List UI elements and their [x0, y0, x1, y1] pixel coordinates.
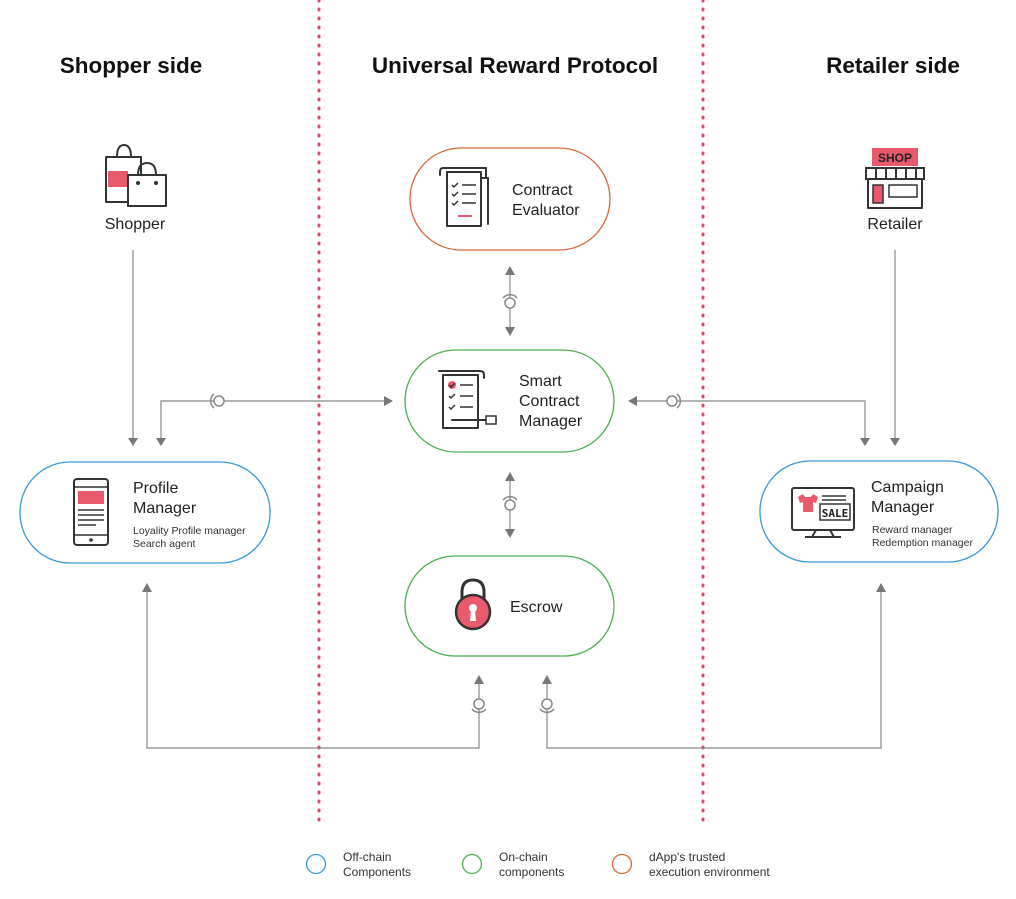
- node-profile-manager: Profile Manager Loyality Profile manager…: [19, 461, 271, 564]
- contract-evaluator-title-line2: Evaluator: [512, 202, 580, 219]
- legend-item-off-chain: Off-chain Components: [305, 850, 411, 879]
- socket-connector-icon: [666, 393, 682, 409]
- socket-connector-icon: [539, 698, 555, 714]
- profile-manager-title-line2: Manager: [133, 500, 197, 517]
- legend-on-chain-line2: components: [499, 865, 564, 879]
- connectors: [128, 250, 900, 749]
- smart-contract-manager-line2: Contract: [519, 393, 580, 410]
- shopper-label: Shopper: [105, 216, 166, 233]
- legend-item-trusted-env: dApp's trusted execution environment: [611, 850, 770, 879]
- node-campaign-manager: SALE Campaign Manager Reward manager Red…: [759, 460, 999, 563]
- legend-off-chain-line1: Off-chain: [343, 850, 391, 864]
- campaign-manager-title-line1: Campaign: [871, 479, 944, 496]
- sale-monitor-icon: SALE: [791, 487, 855, 538]
- campaign-manager-title-line2: Manager: [871, 499, 935, 516]
- node-escrow: Escrow: [404, 555, 615, 657]
- socket-connector-icon: [209, 393, 225, 409]
- padlock-icon: [454, 578, 492, 631]
- contract-scroll-icon: [438, 370, 497, 429]
- sale-sign-text: SALE: [822, 507, 849, 520]
- smart-contract-manager-line1: Smart: [519, 373, 562, 390]
- legend: Off-chain Components On-chain components…: [305, 850, 770, 879]
- node-contract-evaluator: Contract Evaluator: [409, 147, 611, 251]
- contract-evaluator-title-line1: Contract: [512, 182, 573, 199]
- legend-trusted-line2: execution environment: [649, 865, 770, 879]
- column-title-protocol: Universal Reward Protocol: [372, 53, 658, 78]
- profile-manager-sub1: Loyality Profile manager: [133, 525, 246, 537]
- node-smart-contract-manager: Smart Contract Manager: [404, 349, 615, 453]
- actor-shopper: Shopper: [105, 144, 167, 233]
- socket-connector-icon: [471, 698, 487, 714]
- legend-item-on-chain: On-chain components: [461, 850, 564, 879]
- actor-retailer: SHOP Retailer: [865, 148, 925, 233]
- profile-manager-title-line1: Profile: [133, 480, 178, 497]
- smartphone-icon: [73, 478, 109, 546]
- smart-contract-manager-line3: Manager: [519, 413, 583, 430]
- campaign-manager-sub1: Reward manager: [872, 524, 953, 536]
- shop-storefront-icon: SHOP: [865, 148, 925, 209]
- checklist-document-icon: [439, 167, 489, 227]
- retailer-label: Retailer: [867, 216, 923, 233]
- legend-off-chain-line2: Components: [343, 865, 411, 879]
- column-title-shopper: Shopper side: [60, 53, 203, 78]
- socket-connector-icon: [502, 495, 518, 511]
- shop-sign-text: SHOP: [878, 151, 912, 165]
- shopping-bags-icon: [105, 144, 167, 207]
- profile-manager-sub2: Search agent: [133, 538, 196, 550]
- escrow-title: Escrow: [510, 599, 563, 616]
- campaign-manager-sub2: Redemption manager: [872, 537, 973, 549]
- legend-trusted-line1: dApp's trusted: [649, 850, 725, 864]
- legend-on-chain-line1: On-chain: [499, 850, 548, 864]
- socket-connector-icon: [502, 293, 518, 309]
- column-title-retailer: Retailer side: [826, 53, 960, 78]
